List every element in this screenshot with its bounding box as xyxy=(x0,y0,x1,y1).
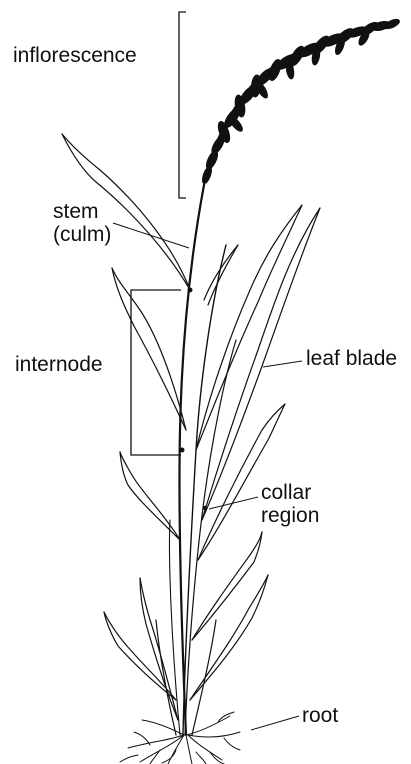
internode-bracket xyxy=(131,290,181,455)
inflorescence-label: inflorescence xyxy=(13,44,137,67)
stem-label-line2: (culm) xyxy=(53,223,111,246)
collar-label-line1: collar xyxy=(261,481,319,504)
stem-label-line1: stem xyxy=(53,200,111,223)
inflorescence xyxy=(201,17,401,185)
leaf-blade-leader-line xyxy=(263,361,302,367)
collar-label-line2: region xyxy=(261,504,319,527)
leaf-blade-label: leaf blade xyxy=(306,347,397,370)
inflorescence-bracket xyxy=(179,12,186,198)
root-label: root xyxy=(302,704,338,727)
internode-label: internode xyxy=(15,353,103,376)
collar-region-label: collar region xyxy=(261,481,319,527)
roots xyxy=(120,712,240,764)
stem-label: stem (culm) xyxy=(53,200,111,246)
root-leader-line xyxy=(251,716,299,730)
collar-leader-line xyxy=(209,497,258,509)
